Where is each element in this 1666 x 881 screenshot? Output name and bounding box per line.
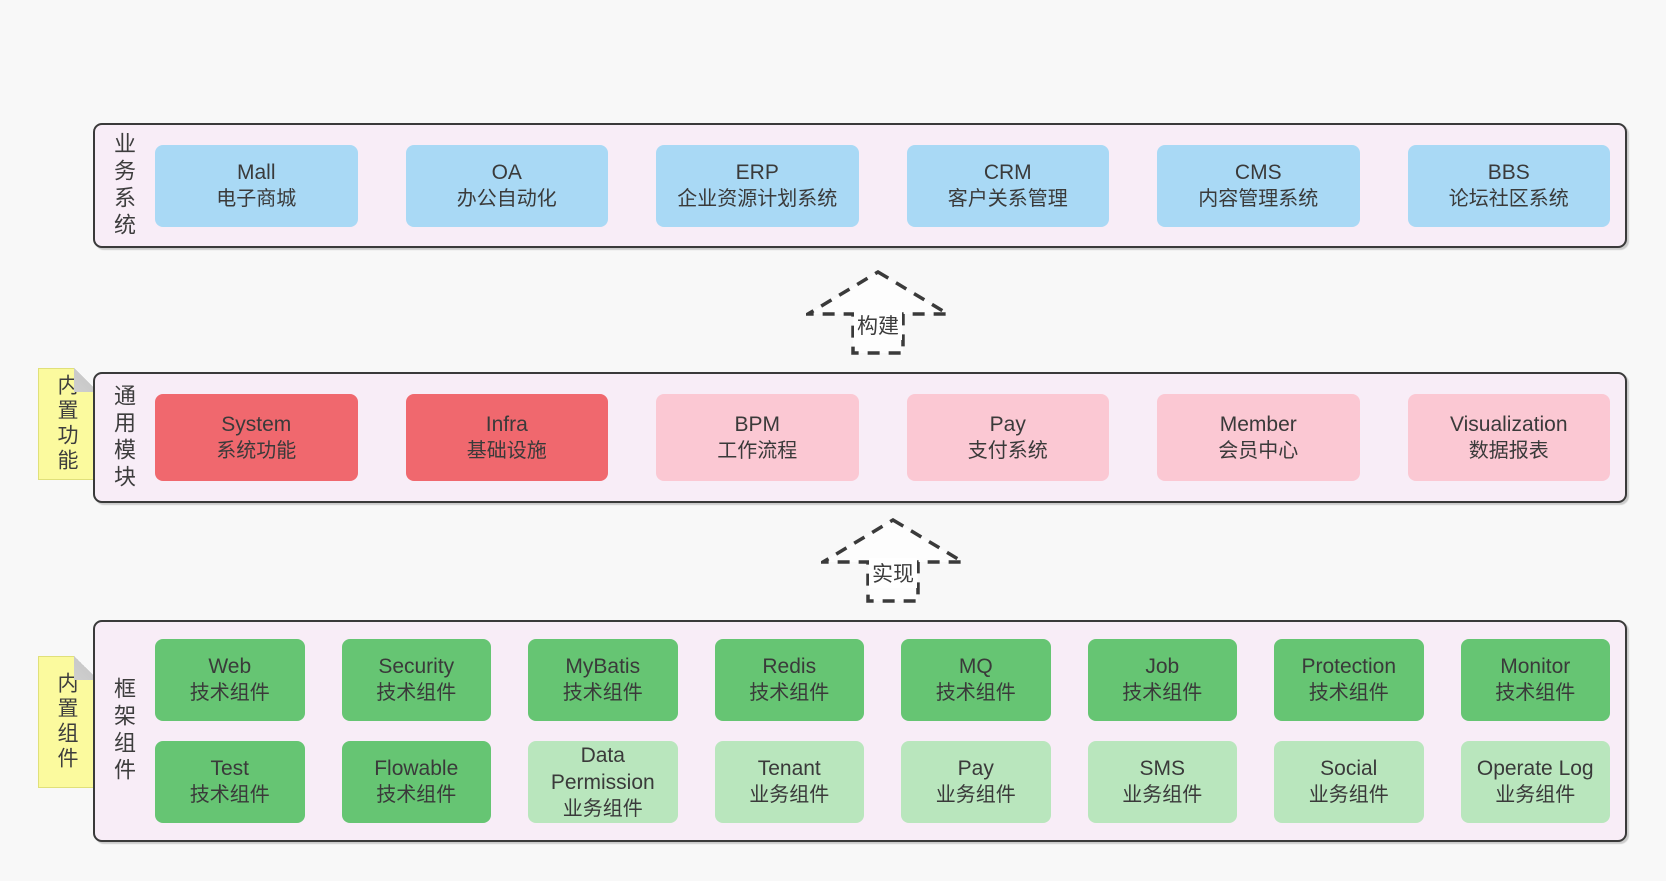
box-infra: Infra 基础设施 [405,394,608,481]
panel-label-common-modules: 通用模块 [111,383,136,492]
box-bpm: BPM 工作流程 [656,394,859,481]
box-tenant: Tenant 业务组件 [714,741,864,823]
framework-row-1: Web 技术组件 Security 技术组件 MyBatis 技术组件 Redi… [155,639,1610,721]
box-erp: ERP 企业资源计划系统 [656,144,859,227]
sticky-note-built-in-components: 内置组件 [38,656,98,788]
box-flowable: Flowable 技术组件 [341,741,491,823]
modules-box-row: System 系统功能 Infra 基础设施 BPM 工作流程 Pay 支付系统… [155,394,1610,481]
note-label: 内置功能 [55,374,78,474]
box-monitor: Monitor 技术组件 [1460,639,1610,721]
box-web: Web 技术组件 [155,639,305,721]
note-label: 内置组件 [55,672,78,772]
box-protection: Protection 技术组件 [1274,639,1424,721]
box-data-permission: Data Permission 业务组件 [528,741,678,823]
panel-label-framework-components: 框架组件 [111,677,136,785]
box-pay-biz: Pay 业务组件 [901,741,1051,823]
box-mall: Mall 电子商城 [155,144,358,227]
box-mq: MQ 技术组件 [901,639,1051,721]
box-oa: OA 办公自动化 [405,144,608,227]
box-crm: CRM 客户关系管理 [906,144,1109,227]
implement-arrow: 实现 [821,518,965,604]
panel-label-business-systems: 业务系统 [111,131,136,240]
box-visualization: Visualization 数据报表 [1407,394,1610,481]
box-operate-log: Operate Log 业务组件 [1460,741,1610,823]
box-social: Social 业务组件 [1274,741,1424,823]
box-sms: SMS 业务组件 [1087,741,1237,823]
panel-common-modules: 通用模块 System 系统功能 Infra 基础设施 BPM 工作流程 Pay… [93,372,1627,503]
box-security: Security 技术组件 [341,639,491,721]
panel-framework-components: 框架组件 Web 技术组件 Security 技术组件 MyBatis 技术组件… [93,620,1627,842]
framework-rows: Web 技术组件 Security 技术组件 MyBatis 技术组件 Redi… [155,639,1610,823]
box-pay: Pay 支付系统 [906,394,1109,481]
build-arrow: 构建 [806,270,950,356]
box-cms: CMS 内容管理系统 [1157,144,1360,227]
box-bbs: BBS 论坛社区系统 [1407,144,1610,227]
build-arrow-label: 构建 [854,310,902,340]
box-job: Job 技术组件 [1087,639,1237,721]
sticky-note-built-in-features: 内置功能 [38,368,98,480]
box-mybatis: MyBatis 技术组件 [528,639,678,721]
framework-row-2: Test 技术组件 Flowable 技术组件 Data Permission … [155,741,1610,823]
implement-arrow-label: 实现 [869,558,917,588]
box-member: Member 会员中心 [1157,394,1360,481]
box-redis: Redis 技术组件 [714,639,864,721]
business-box-row: Mall 电子商城 OA 办公自动化 ERP 企业资源计划系统 CRM 客户关系… [155,144,1610,227]
panel-business-systems: 业务系统 Mall 电子商城 OA 办公自动化 ERP 企业资源计划系统 CRM… [93,123,1627,248]
box-test: Test 技术组件 [155,741,305,823]
box-system: System 系统功能 [155,394,358,481]
